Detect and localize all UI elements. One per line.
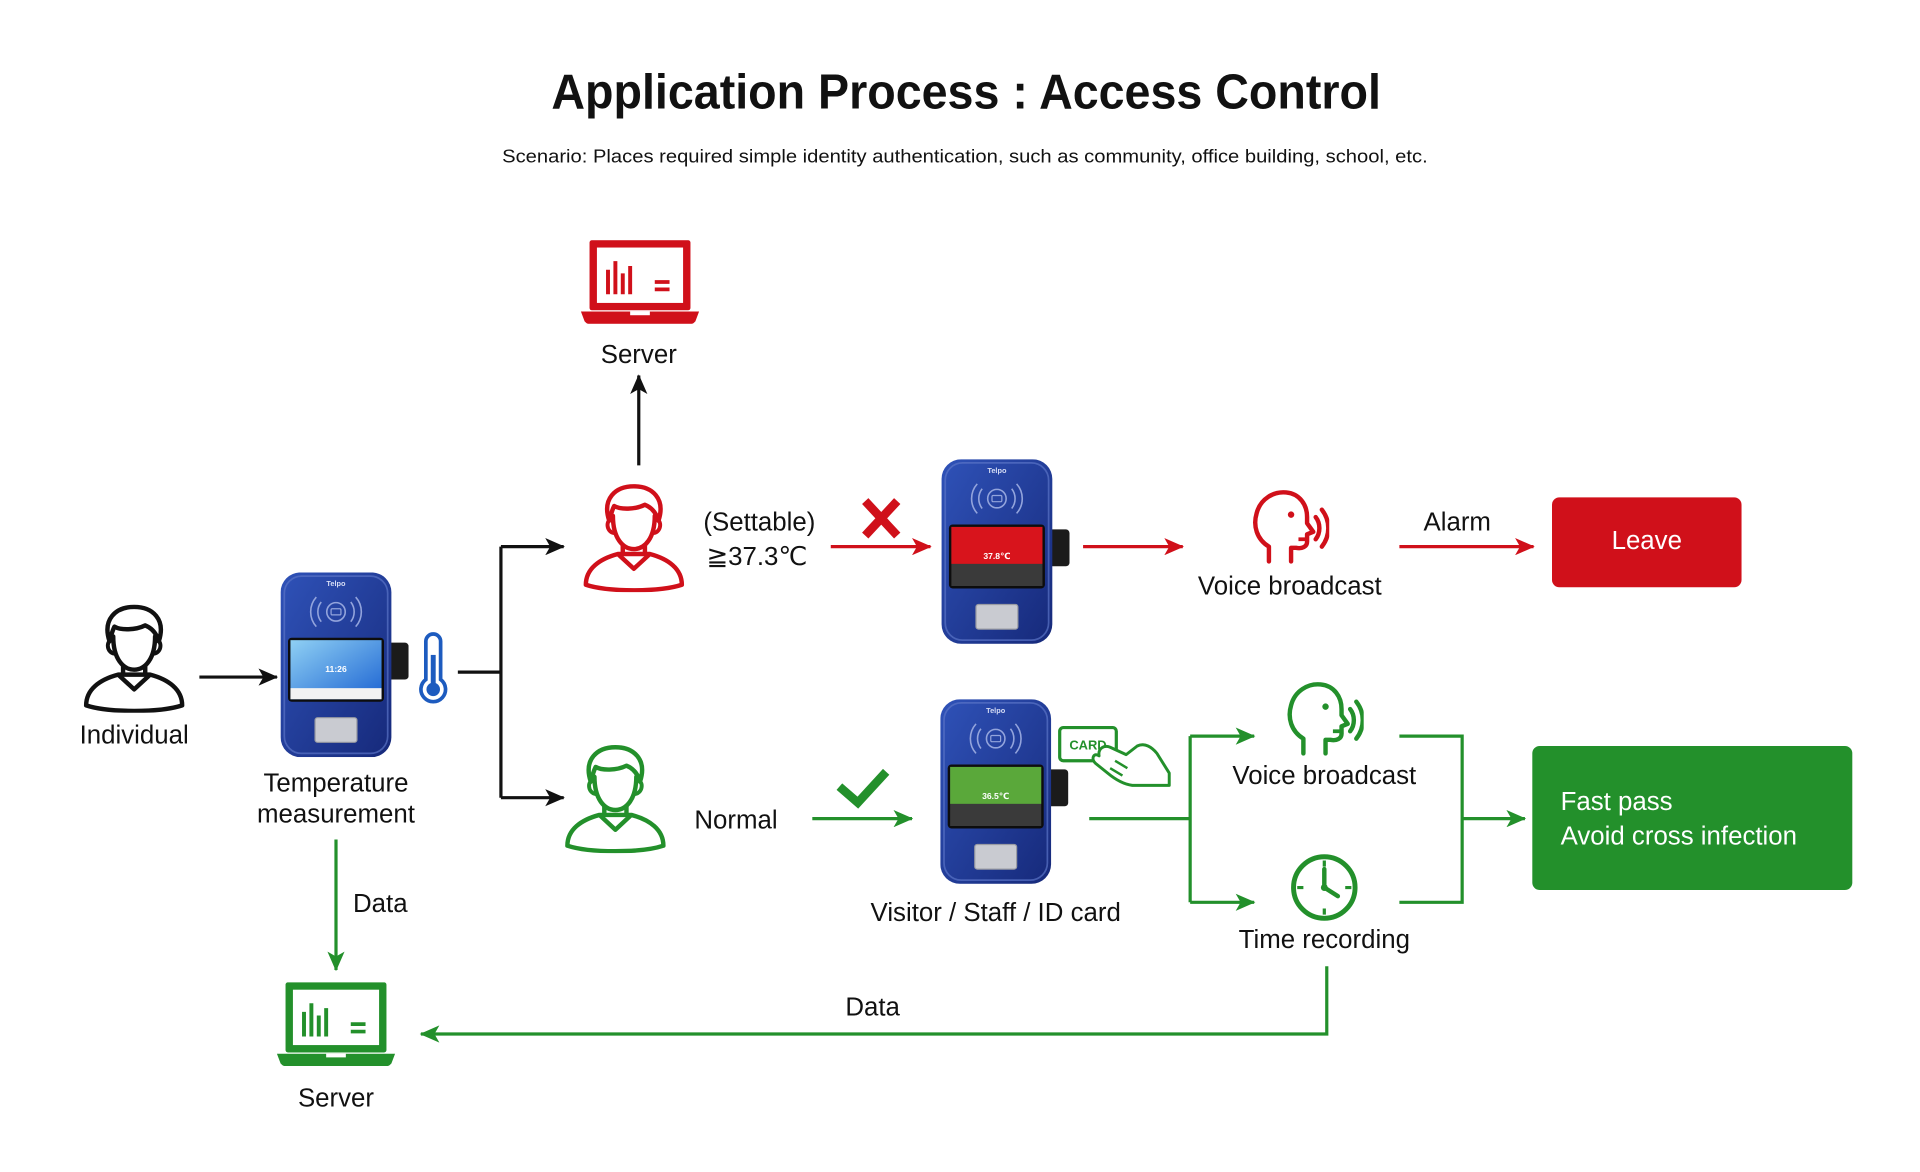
arrow-record-data-to-server (419, 966, 1329, 1043)
voice-broadcast-icon (1255, 492, 1328, 561)
leave-box-background (1552, 497, 1742, 588)
device-brand-logo: Telpo (986, 706, 1006, 715)
device-home-screen-footer (290, 688, 382, 700)
abnormal-server-node: Server (580, 240, 700, 369)
normal-split-connector (1089, 736, 1192, 903)
person-icon (86, 607, 182, 711)
measurement-label-line1: Temperature (263, 770, 408, 798)
clock-center (1320, 884, 1328, 891)
normal-condition-label: Normal (694, 806, 777, 834)
individual-node: Individual (80, 607, 189, 750)
person-icon (567, 747, 663, 851)
clock-icon (1291, 854, 1358, 921)
voice-broadcast-icon (1290, 684, 1363, 753)
device-screen-temperature: 37.8℃ (983, 551, 1011, 561)
person-icon (586, 486, 682, 590)
clock-ticks (1297, 860, 1352, 915)
check-mark-icon (836, 768, 890, 809)
abnormal-person-node: (Settable) ≧37.3℃ (586, 486, 815, 590)
device-alarm-screen-banner (951, 526, 1043, 564)
data-server-label: Server (298, 1085, 374, 1113)
abnormal-condition-line2: ≧37.3℃ (706, 543, 807, 571)
leave-result-box: Leave (1552, 497, 1742, 588)
branch-connector (457, 546, 503, 798)
hand-finger-lines (1109, 759, 1129, 777)
hand-holding-card (1091, 743, 1171, 787)
page-title: Application Process : Access Control (551, 64, 1381, 119)
measurement-node: Telpo 11:26 Temperature measurement (257, 572, 448, 828)
normal-merge-connector (1399, 734, 1464, 904)
alarm-voice-label: Voice broadcast (1198, 573, 1382, 601)
abnormal-server-label: Server (601, 341, 677, 369)
normal-voice-node: Voice broadcast (1232, 684, 1416, 790)
device-brand-logo: Telpo (987, 466, 1007, 475)
normal-voice-label: Voice broadcast (1232, 762, 1416, 790)
device-screen-temperature: 36.5℃ (982, 791, 1010, 801)
normal-person-node: Normal (567, 747, 778, 851)
device-screen-time: 11:26 (325, 664, 347, 674)
time-recording-label: Time recording (1239, 926, 1410, 954)
normal-device-node: Telpo 36.5℃ CARD Visitor / Staff / ID ca… (871, 699, 1171, 927)
leave-label: Leave (1612, 527, 1682, 555)
thermometer-icon (419, 632, 448, 704)
laptop-server-icon (580, 240, 700, 324)
cross-mark-icon (862, 498, 901, 539)
measurement-label-line2: measurement (257, 800, 415, 828)
fast-pass-box-background (1532, 746, 1853, 890)
measurement-data-label: Data (353, 890, 408, 918)
time-recording-node: Time recording (1239, 854, 1410, 954)
abnormal-condition-line1: (Settable) (703, 509, 815, 537)
fast-pass-result-box: Fast pass Avoid cross infection (1532, 746, 1853, 890)
id-card-icon: CARD (1058, 725, 1171, 787)
alarm-label: Alarm (1424, 509, 1491, 537)
normal-device-label: Visitor / Staff / ID card (871, 899, 1121, 927)
record-data-label: Data (845, 994, 900, 1022)
device-pass-screen-banner (950, 766, 1042, 804)
individual-label: Individual (80, 722, 189, 750)
data-server-node: Server (276, 982, 396, 1113)
laptop-server-icon (276, 982, 396, 1066)
fast-pass-line1: Fast pass (1561, 788, 1673, 816)
device-brand-logo: Telpo (326, 579, 346, 588)
alarm-voice-node: Voice broadcast (1198, 492, 1382, 601)
page-subtitle: Scenario: Places required simple identit… (502, 146, 1428, 167)
id-card-text: CARD (1069, 738, 1106, 753)
abnormal-device-node: Telpo 37.8℃ (941, 459, 1070, 644)
thermometer-bulb (426, 682, 440, 697)
fast-pass-line2: Avoid cross infection (1561, 822, 1797, 850)
